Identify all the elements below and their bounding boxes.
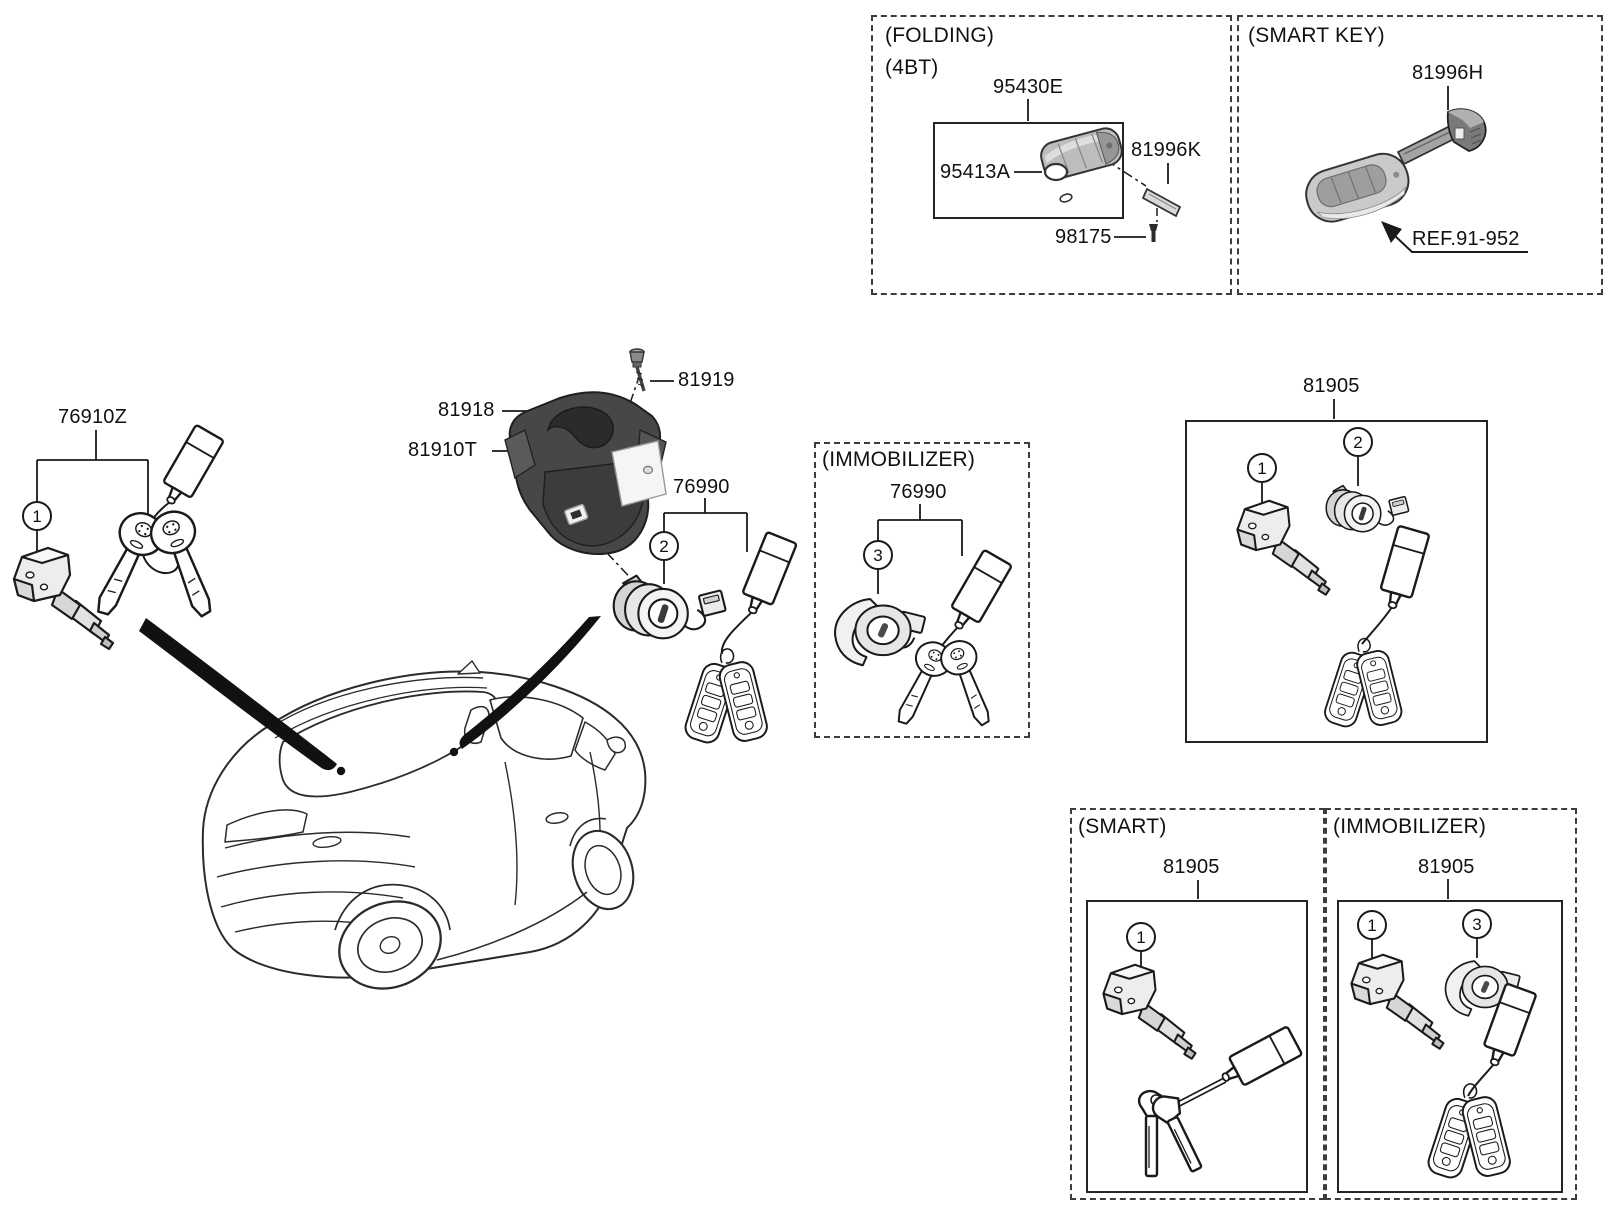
pointer-swoosh-left bbox=[139, 618, 346, 776]
folding-title: (FOLDING) bbox=[885, 24, 995, 47]
folding-kit-box bbox=[933, 122, 1124, 219]
coin-battery bbox=[1043, 162, 1073, 203]
smart-bottom-section-box bbox=[1070, 808, 1325, 1200]
callout-2-keyset: 2 bbox=[1343, 427, 1373, 457]
callout-1-smart-bottom: 1 bbox=[1126, 922, 1156, 952]
smartkey-section-box bbox=[1237, 15, 1603, 295]
folding-section-box bbox=[871, 15, 1232, 295]
pointer-swoosh-right bbox=[449, 616, 601, 757]
smart-bottom-kit-box bbox=[1086, 900, 1308, 1193]
part-label-81919: 81919 bbox=[678, 369, 735, 391]
immobilizer-bottom-kit-box bbox=[1337, 900, 1563, 1193]
folding-key-blade bbox=[1141, 187, 1182, 218]
smart-bottom-title: (SMART) bbox=[1078, 815, 1167, 838]
ref-label: REF.91-952 bbox=[1412, 228, 1520, 250]
keyset-box bbox=[1185, 420, 1488, 743]
callout-2-ignition: 2 bbox=[649, 531, 679, 561]
mechanical-key-pair bbox=[90, 503, 222, 625]
part-label-98175: 98175 bbox=[1055, 226, 1112, 248]
part-label-81905-immo: 81905 bbox=[1418, 856, 1475, 878]
lock-set-screw bbox=[629, 348, 646, 392]
key-code-tag bbox=[735, 530, 799, 621]
callout-1-keyset: 1 bbox=[1247, 453, 1277, 483]
part-label-95430e: 95430E bbox=[993, 76, 1064, 98]
emergency-key-blades bbox=[1137, 1089, 1203, 1178]
set-pin bbox=[1149, 224, 1158, 242]
key-code-tag bbox=[154, 423, 226, 513]
key-ring-wire bbox=[720, 611, 753, 655]
immobilizer-bottom-section-box bbox=[1325, 808, 1577, 1200]
part-label-81918: 81918 bbox=[438, 399, 495, 421]
folding-subtitle: (4BT) bbox=[885, 56, 939, 79]
part-label-81996k: 81996K bbox=[1131, 139, 1202, 161]
part-label-81905-right: 81905 bbox=[1303, 375, 1360, 397]
callout-1-door-lock: 1 bbox=[22, 501, 52, 531]
door-lock-cylinder bbox=[12, 546, 115, 651]
part-label-81910t: 81910T bbox=[408, 439, 478, 461]
part-label-81996h: 81996H bbox=[1412, 62, 1484, 84]
immobilizer-bottom-title: (IMMOBILIZER) bbox=[1333, 815, 1487, 838]
part-label-76990: 76990 bbox=[673, 476, 730, 498]
ignition-switch bbox=[612, 574, 727, 640]
part-label-76990-immo: 76990 bbox=[890, 481, 947, 503]
callout-3-immobilizer: 3 bbox=[863, 540, 893, 570]
steering-lock-body bbox=[504, 391, 667, 555]
callout-3-immo-bottom: 3 bbox=[1462, 909, 1492, 939]
part-label-95413a: 95413A bbox=[940, 161, 1011, 183]
ref-arrowhead bbox=[1381, 221, 1402, 243]
immobilizer-mid-title: (IMMOBILIZER) bbox=[822, 448, 976, 471]
callout-1-immo-bottom: 1 bbox=[1357, 910, 1387, 940]
immobilizer-mid-section-box bbox=[814, 442, 1030, 738]
key-ring-wire bbox=[1467, 1063, 1495, 1097]
smartkey-title: (SMART KEY) bbox=[1248, 24, 1385, 47]
smart-key-blade bbox=[1396, 108, 1487, 166]
folding-fob-pair bbox=[681, 647, 771, 747]
part-label-81905-smart: 81905 bbox=[1163, 856, 1220, 878]
part-label-76910z: 76910Z bbox=[58, 406, 128, 428]
key-ring-wire bbox=[1361, 606, 1393, 645]
smart-key-fob bbox=[1305, 152, 1410, 223]
